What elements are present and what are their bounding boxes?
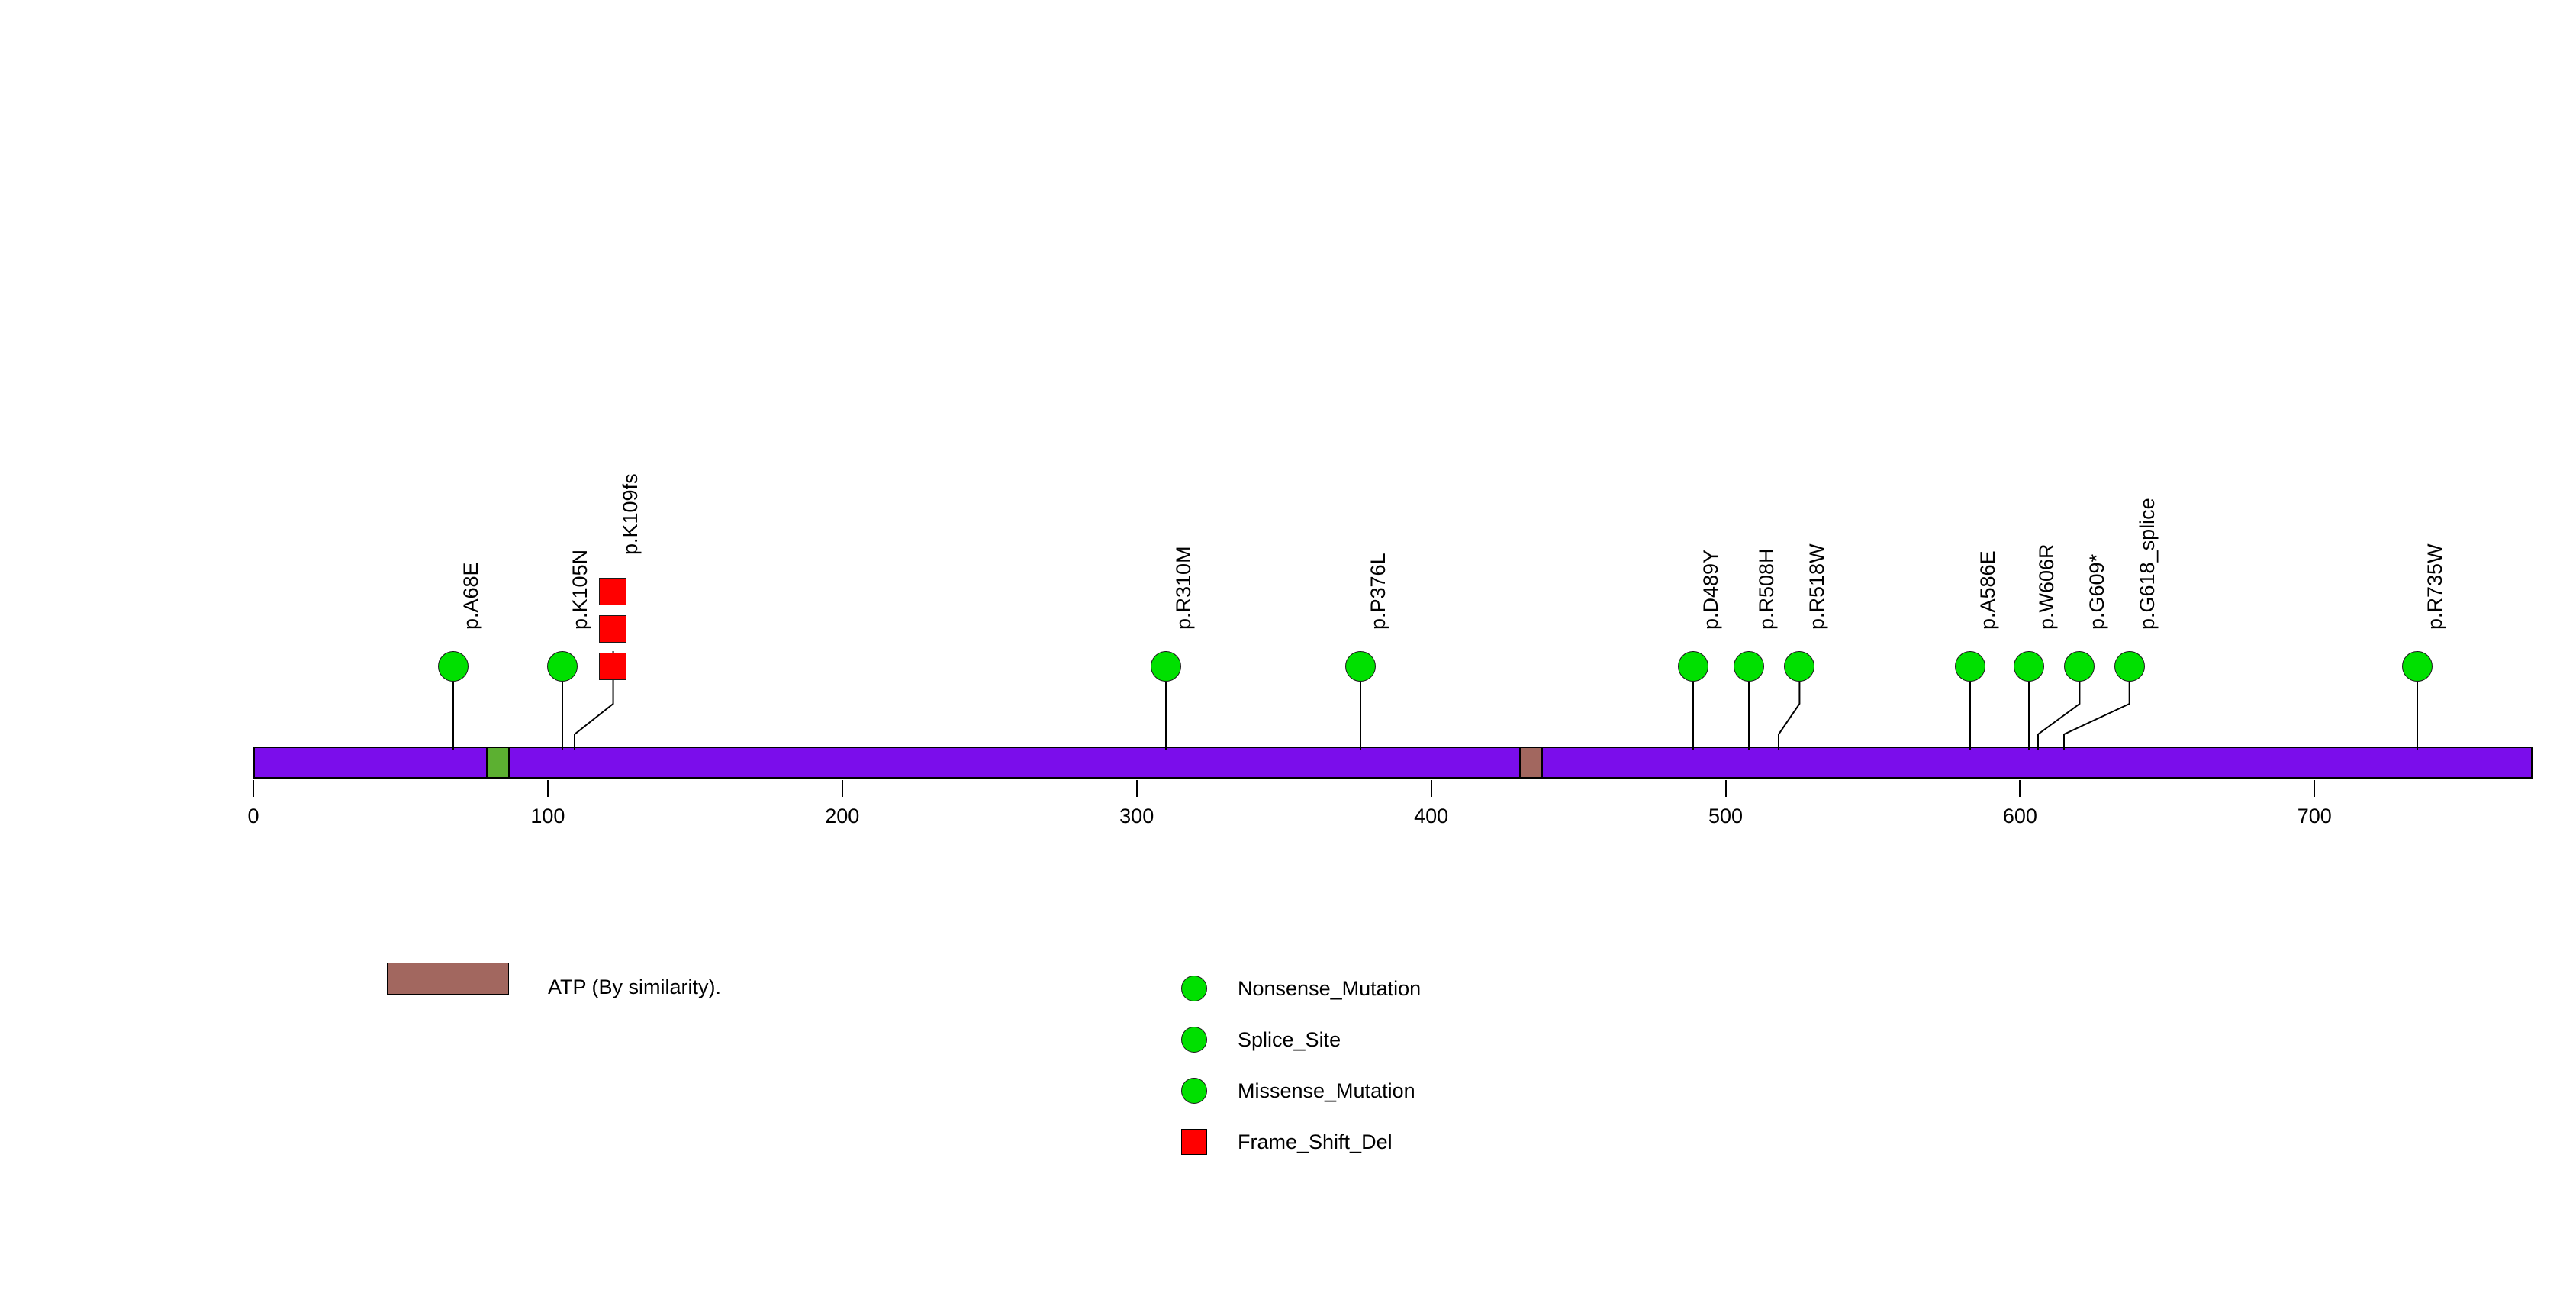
mutation-marker-circle-0[interactable] [438,651,469,682]
mutation-label-12: p.R735W [2423,543,2447,630]
mutation-marker-square-2[interactable] [599,653,627,680]
mutation-marker-circle-10[interactable] [2063,651,2095,682]
mutation-legend-label-3: Frame_Shift_Del [1238,1130,1393,1153]
mutation-label-7: p.R518W [1805,543,1829,630]
mutation-marker-circle-9[interactable] [2013,651,2044,682]
mutation-label-10: p.G609* [2085,553,2108,630]
mutation-marker-square-2[interactable] [599,578,627,605]
axis-tick-label-700: 700 [2297,805,2332,827]
mutation-legend-swatch-0 [1181,976,1207,1001]
mutation-legend-swatch-1 [1181,1027,1207,1053]
axis-tick-200 [841,780,843,797]
axis-tick-700 [2314,780,2316,797]
axis-tick-300 [1135,780,1138,797]
mutation-marker-circle-11[interactable] [2114,651,2145,682]
mutation-marker-circle-6[interactable] [1734,651,1765,682]
axis-tick-0 [253,780,254,797]
mutation-legend-swatch-2 [1181,1078,1207,1104]
protein-backbone-bar [253,747,2533,779]
mutation-label-9: p.W606R [2034,543,2058,630]
axis-tick-label-200: 200 [825,805,860,827]
mutation-label-5: p.D489Y [1699,549,1723,630]
mutation-legend-swatch-3 [1181,1129,1207,1155]
axis-tick-label-100: 100 [530,805,565,827]
axis-tick-label-0: 0 [247,805,259,827]
domain-region-1 [1519,748,1544,777]
mutation-label-3: p.R310M [1172,546,1196,630]
mutation-marker-circle-8[interactable] [1954,651,1985,682]
domain-legend-label-0: ATP (By similarity). [548,976,722,998]
axis-tick-600 [2019,780,2021,797]
mutation-marker-circle-12[interactable] [2402,651,2433,682]
mutation-label-2: p.K109fs [619,473,642,555]
axis-tick-label-500: 500 [1708,805,1744,827]
domain-region-0 [485,748,510,777]
mutation-marker-circle-1[interactable] [547,651,578,682]
mutation-legend-label-2: Missense_Mutation [1238,1079,1415,1102]
axis-tick-label-400: 400 [1414,805,1449,827]
mutation-label-1: p.K105N [568,549,592,630]
mutation-label-11: p.G618_splice [2135,498,2159,630]
axis-tick-label-300: 300 [1119,805,1154,827]
mutation-label-0: p.A68E [459,562,483,630]
mutation-marker-circle-4[interactable] [1344,651,1376,682]
mutation-label-8: p.A586E [1975,550,1999,630]
axis-tick-500 [1724,780,1727,797]
axis-tick-label-600: 600 [2002,805,2037,827]
axis-tick-100 [546,780,549,797]
mutation-marker-circle-7[interactable] [1784,651,1815,682]
mutation-label-4: p.P376L [1366,553,1389,630]
mutation-label-6: p.R508H [1755,548,1779,630]
mutation-marker-square-2[interactable] [599,615,627,643]
mutation-legend-label-0: Nonsense_Mutation [1238,977,1422,1000]
mutation-legend-label-1: Splice_Site [1238,1028,1341,1051]
mutation-marker-circle-3[interactable] [1151,651,1182,682]
axis-tick-400 [1430,780,1432,797]
domain-legend-swatch-0 [387,963,509,995]
mutation-marker-circle-5[interactable] [1678,651,1709,682]
